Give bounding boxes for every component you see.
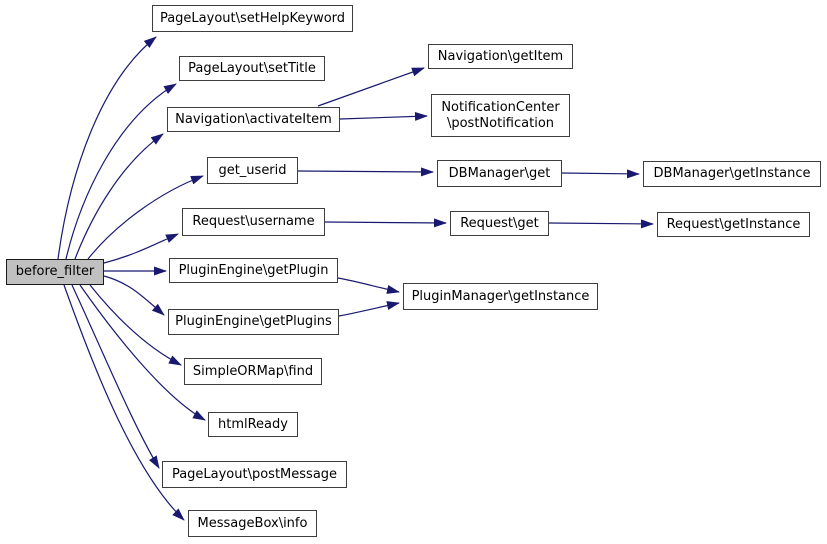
graph-node-pagelayout-settitle[interactable]: PageLayout\setTitle (179, 56, 325, 81)
graph-node-messagebox-info[interactable]: MessageBox\info (188, 510, 317, 537)
graph-node-dbmanager-get[interactable]: DBManager\get (437, 160, 562, 187)
edge-navigation-activateitem-to-notificationcenter-postnotification (339, 111, 428, 121)
edge-before-filter-to-simpleormap-find (89, 284, 182, 366)
edge-request-username-to-request-get (324, 218, 447, 228)
graph-node-pagelayout-sethelpkeyword[interactable]: PageLayout\setHelpKeyword (152, 5, 353, 32)
edge-pluginengine-getplugins-to-pluginmanager-getinstance (338, 301, 400, 317)
edge-navigation-activateitem-to-navigation-getitem (317, 67, 425, 107)
graph-node-get-userid[interactable]: get_userid (207, 157, 298, 184)
graph-node-pagelayout-postmessage[interactable]: PageLayout\postMessage (162, 461, 347, 488)
graph-node-pluginengine-getplugins[interactable]: PluginEngine\getPlugins (168, 309, 339, 335)
graph-node-request-get[interactable]: Request\get (450, 211, 549, 236)
edge-dbmanager-get-to-dbmanager-getinstance (561, 169, 640, 179)
edge-pluginengine-getplugin-to-pluginmanager-getinstance (337, 277, 400, 294)
graph-node-request-getinstance[interactable]: Request\getInstance (657, 212, 810, 237)
edge-before-filter-to-get-userid (87, 175, 204, 260)
graph-node-notificationcenter-postnotification[interactable]: NotificationCenter \postNotification (431, 94, 570, 137)
edge-before-filter-to-messagebox-info (63, 284, 185, 521)
graph-node-navigation-activateitem[interactable]: Navigation\activateItem (167, 107, 340, 132)
graph-node-pluginengine-getplugin[interactable]: PluginEngine\getPlugin (169, 258, 338, 283)
edge-before-filter-to-pluginengine-getplugins (103, 275, 165, 316)
graph-node-request-username[interactable]: Request\username (182, 208, 325, 236)
edge-before-filter-to-pagelayout-postmessage (71, 284, 160, 469)
graph-node-before-filter[interactable]: before_filter (6, 259, 104, 285)
edge-request-get-to-request-getinstance (548, 219, 654, 229)
graph-node-htmlready[interactable]: htmlReady (208, 412, 298, 437)
edge-before-filter-to-pagelayout-sethelpkeyword (57, 36, 157, 260)
edge-before-filter-to-navigation-activateitem (74, 133, 164, 260)
edge-before-filter-to-htmlready (79, 284, 206, 421)
graph-node-dbmanager-getinstance[interactable]: DBManager\getInstance (643, 161, 821, 187)
edge-get-userid-to-dbmanager-get (297, 167, 434, 177)
graph-node-pluginmanager-getinstance[interactable]: PluginManager\getInstance (403, 283, 598, 310)
edge-before-filter-to-request-username (103, 233, 179, 264)
graph-node-navigation-getitem[interactable]: Navigation\getItem (428, 44, 573, 69)
edge-before-filter-to-pagelayout-settitle (65, 83, 177, 260)
graph-node-simpleormap-find[interactable]: SimpleORMap\find (184, 358, 322, 385)
